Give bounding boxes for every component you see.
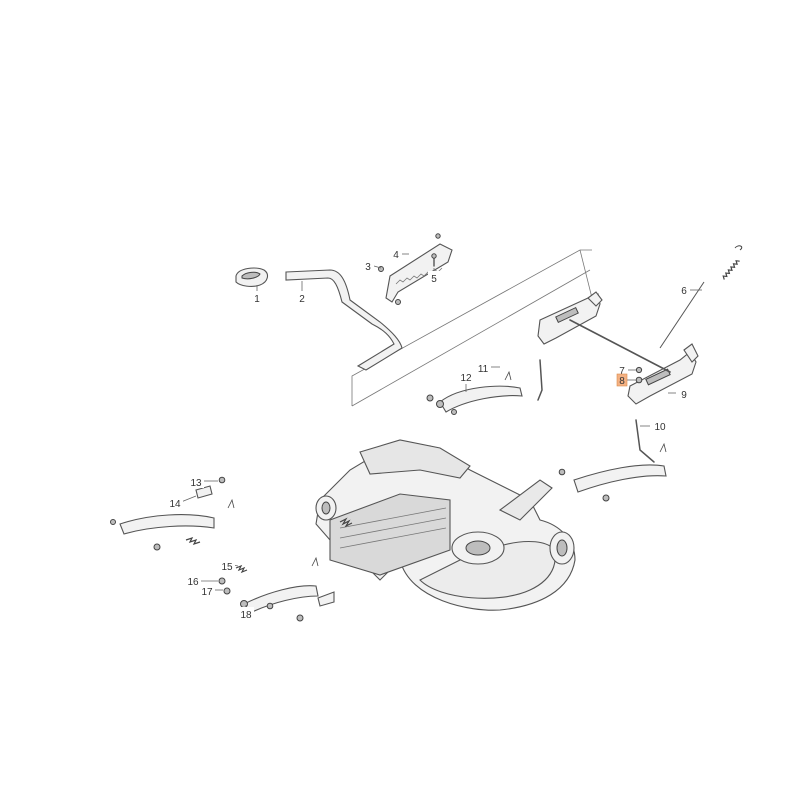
svg-text:12: 12 [460, 373, 472, 384]
callout-1[interactable]: 1 [251, 291, 263, 305]
hanger-arm-right [558, 442, 667, 502]
svg-text:9: 9 [681, 390, 687, 401]
callout-18[interactable]: 18 [238, 607, 254, 621]
nut-part-8 [635, 376, 643, 384]
svg-text:5: 5 [431, 274, 437, 285]
callout-6[interactable]: 6 [678, 283, 690, 297]
assembly-guide-lines [351, 249, 593, 407]
mower-deck [315, 439, 576, 611]
callout-8[interactable]: 8 [616, 373, 628, 387]
svg-text:6: 6 [681, 286, 687, 297]
callout-3[interactable]: 3 [362, 259, 374, 273]
tension-spring-part [659, 245, 743, 349]
svg-text:16: 16 [187, 577, 199, 588]
link-rod-center [537, 359, 543, 401]
callout-15[interactable]: 15 [219, 559, 235, 573]
pivot-shaft-assembly-left [537, 291, 603, 345]
svg-text:15: 15 [221, 562, 233, 573]
callout-14[interactable]: 14 [167, 496, 183, 510]
callout-13[interactable]: 13 [188, 475, 204, 489]
callout-12[interactable]: 12 [458, 370, 474, 384]
svg-text:4: 4 [393, 250, 399, 261]
svg-text:10: 10 [654, 422, 666, 433]
callout-9[interactable]: 9 [678, 387, 690, 401]
hanger-arm-part-12 [426, 370, 523, 415]
callout-11[interactable]: 11 [475, 361, 491, 375]
callout-10[interactable]: 10 [652, 419, 668, 433]
callout-17[interactable]: 17 [199, 584, 215, 598]
svg-text:11: 11 [478, 364, 489, 375]
cross-shaft-part [569, 319, 671, 373]
pivot-shaft-assembly-right [627, 343, 699, 405]
svg-text:8: 8 [619, 376, 625, 387]
callout-7[interactable]: 7 [616, 363, 628, 377]
svg-text:2: 2 [299, 294, 305, 305]
callout-4[interactable]: 4 [390, 247, 402, 261]
callout-5[interactable]: 5 [428, 271, 440, 285]
highlighted-callout-box [616, 373, 628, 387]
callout-16[interactable]: 16 [185, 574, 201, 588]
handle-grip-part [235, 267, 269, 287]
svg-text:18: 18 [240, 610, 252, 621]
washer-part-7 [635, 366, 643, 374]
svg-text:7: 7 [619, 366, 625, 377]
svg-text:13: 13 [190, 478, 202, 489]
svg-text:3: 3 [365, 262, 371, 273]
svg-text:14: 14 [169, 499, 181, 510]
svg-text:1: 1 [254, 294, 260, 305]
callout-labels: 1 2 3 4 5 6 7 8 [167, 247, 690, 621]
svg-text:17: 17 [201, 587, 213, 598]
lever-rod-part [285, 269, 403, 371]
hanger-arm-left-upper [110, 476, 235, 551]
link-rod-part [635, 419, 655, 463]
notched-rack-part [385, 233, 453, 305]
screw-part-5 [431, 253, 437, 267]
hanger-arm-left-lower [218, 556, 335, 622]
callout-2[interactable]: 2 [296, 291, 308, 305]
